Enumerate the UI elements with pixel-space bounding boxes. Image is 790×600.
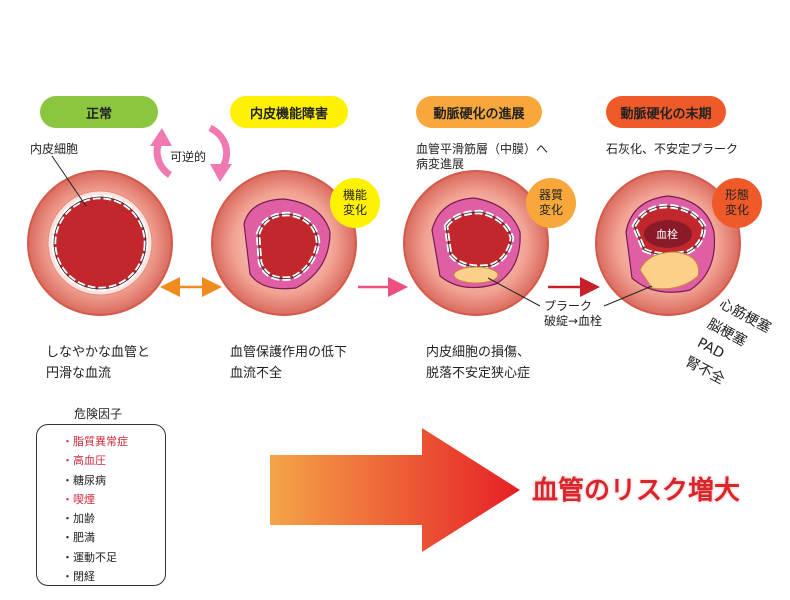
caption-dysfunction-line2: 血流不全	[230, 366, 283, 381]
risk-factor-item: ・加齢	[62, 512, 95, 526]
badge-functional-line1: 機能	[342, 188, 367, 202]
risk-factors-box	[36, 424, 166, 586]
endothelial-cell-label: 内皮細胞	[30, 142, 79, 156]
plaque-label-line1: プラーク	[544, 299, 593, 313]
caption-progression-line2: 脱落不安定狭心症	[426, 366, 531, 381]
risk-factor-item: ・運動不足	[62, 550, 117, 564]
risk-increase-label: 血管のリスク増大	[532, 476, 741, 506]
stage-label-endothelial-dysfunction: 内皮機能障害	[230, 96, 348, 128]
risk-factors-title: 危険因子	[68, 405, 129, 422]
risk-factor-item: ・高血圧	[62, 454, 106, 468]
vessel-normal	[27, 155, 173, 316]
caption-dysfunction-line1: 血管保護作用の低下	[230, 345, 348, 360]
badge-structural-line1: 器質	[538, 188, 563, 202]
caption-progression-line1: 内皮細胞の損傷、	[426, 345, 531, 360]
vessel-progression	[403, 170, 549, 316]
thrombus-label: 血栓	[656, 228, 678, 241]
risk-factor-item: ・閉経	[62, 570, 95, 584]
badge-structural-change: 器質 変化	[526, 178, 576, 228]
caption-normal-line2: 円滑な血流	[46, 366, 112, 381]
reversible-cycle-icon	[150, 124, 232, 182]
vessel-dysfunction	[211, 170, 357, 316]
risk-factor-item: ・糖尿病	[62, 473, 106, 487]
risk-factors-list: ・脂質異常症 ・高血圧 ・糖尿病 ・喫煙 ・加齢 ・肥満 ・運動不足 ・閉経	[62, 432, 128, 586]
stage4-note: 石灰化、不安定プラーク	[606, 142, 739, 156]
stage-label-progression: 動脈硬化の進展	[416, 96, 542, 128]
vessel-terminal	[595, 170, 741, 316]
badge-functional-line2: 変化	[342, 203, 367, 217]
badge-morphological-line2: 変化	[724, 203, 749, 217]
caption-normal-line1: しなやかな血管と	[46, 345, 151, 360]
badge-functional-change: 機能 変化	[330, 178, 380, 228]
risk-arrow	[270, 428, 520, 552]
badge-morphological-line1: 形態	[724, 188, 749, 202]
badge-morphological-change: 形態 変化	[712, 178, 762, 228]
risk-factor-item: ・脂質異常症	[62, 435, 128, 448]
stage-label-normal: 正常	[40, 96, 158, 128]
risk-factor-item: ・喫煙	[62, 492, 95, 506]
stage3-note-line1: 血管平滑筋層（中膜）へ	[416, 142, 549, 156]
plaque-label-line2: 破綻→血栓	[544, 314, 603, 328]
stage3-note-line2: 病変進展	[416, 157, 465, 171]
badge-structural-line2: 変化	[538, 203, 563, 217]
risk-factor-item: ・肥満	[62, 531, 95, 545]
stage-label-terminal: 動脈硬化の末期	[606, 96, 726, 128]
reversible-label: 可逆的	[170, 150, 207, 164]
